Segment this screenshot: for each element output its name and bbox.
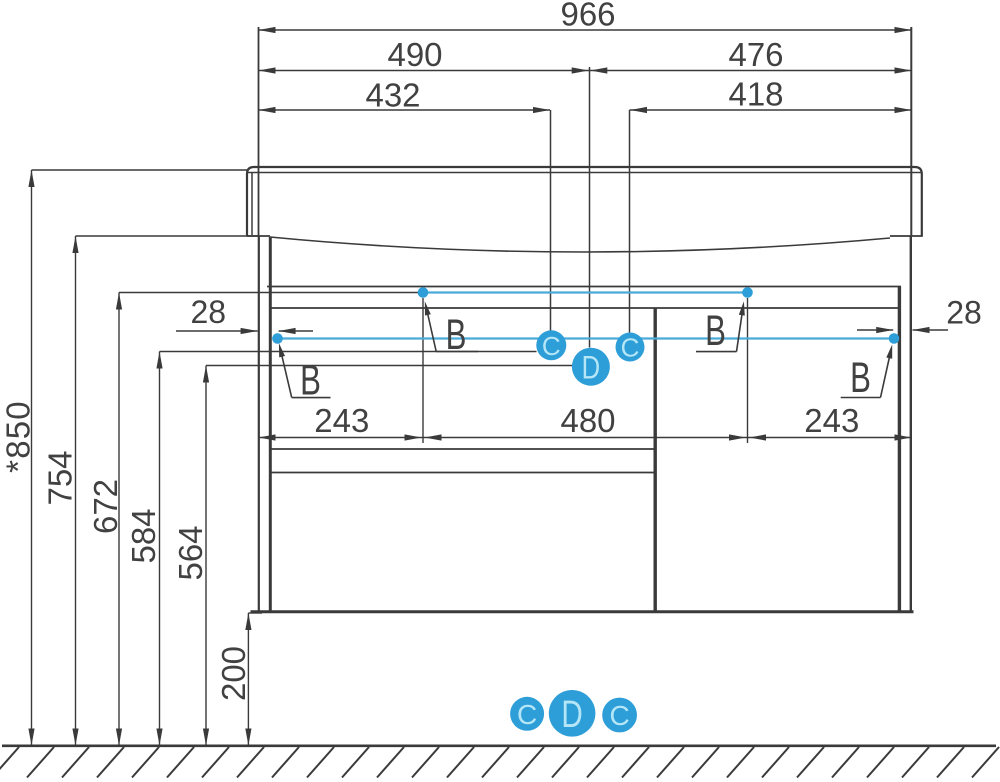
svg-text:584: 584: [125, 508, 162, 563]
svg-text:C: C: [621, 333, 640, 363]
svg-text:C: C: [542, 331, 561, 361]
svg-text:C: C: [517, 699, 537, 730]
svg-text:B: B: [446, 310, 467, 358]
svg-text:243: 243: [314, 402, 369, 439]
svg-text:28: 28: [191, 294, 227, 330]
svg-text:200: 200: [215, 646, 252, 701]
svg-text:672: 672: [87, 479, 124, 534]
svg-text:C: C: [609, 700, 629, 731]
svg-text:243: 243: [804, 402, 859, 439]
svg-text:966: 966: [560, 0, 615, 33]
svg-text:B: B: [300, 356, 321, 404]
svg-text:B: B: [850, 353, 871, 401]
svg-text:*850: *850: [0, 400, 37, 473]
svg-text:28: 28: [946, 295, 982, 331]
svg-text:418: 418: [728, 76, 783, 113]
svg-text:476: 476: [728, 36, 783, 73]
svg-text:480: 480: [560, 402, 615, 439]
svg-text:432: 432: [365, 77, 420, 114]
svg-text:D: D: [561, 694, 582, 736]
svg-text:490: 490: [387, 36, 442, 73]
svg-text:B: B: [705, 306, 726, 354]
svg-text:D: D: [582, 351, 600, 386]
svg-text:754: 754: [42, 450, 79, 505]
svg-text:564: 564: [172, 525, 209, 580]
